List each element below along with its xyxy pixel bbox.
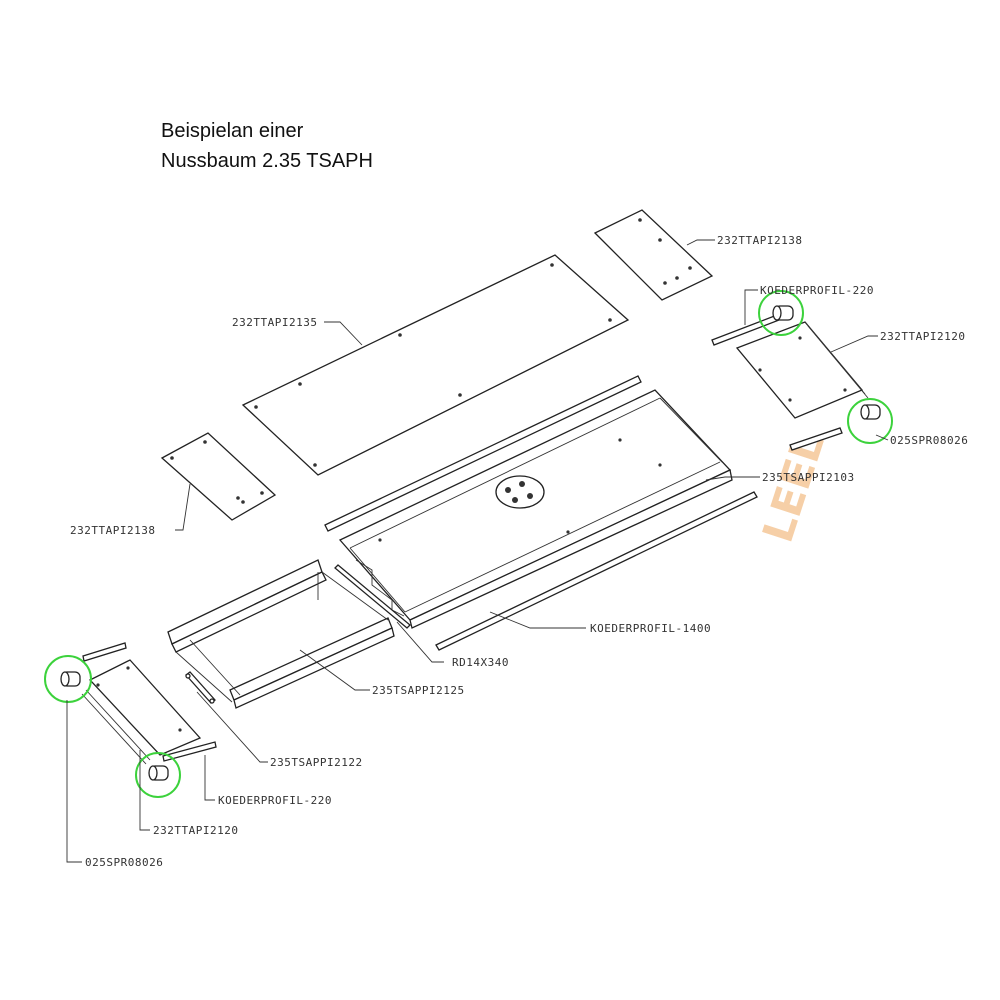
label-panel-left: 232TTAPI2120 (153, 824, 238, 837)
label-main-frame: 235TSAPPI2103 (762, 471, 855, 484)
panel-top-small (593, 209, 714, 301)
label-koederprofil-220-top: KOEDERPROFIL-220 (760, 284, 874, 297)
highlight-circle-right-top (758, 290, 804, 336)
spring-left-bottom (148, 765, 169, 781)
label-panel-right: 232TTAPI2120 (880, 330, 965, 343)
leader-lines (66, 239, 889, 863)
label-koederprofil-1400: KOEDERPROFIL-1400 (590, 622, 711, 635)
panel-left (81, 659, 202, 765)
koederprofil-1400-strip (435, 491, 758, 651)
label-koederprofil-220-bottom: KOEDERPROFIL-220 (218, 794, 332, 807)
spring-left-top (60, 671, 81, 687)
highlight-circle-left-bottom (135, 752, 181, 798)
spring-right-top (772, 305, 794, 321)
koederprofil-220-bottom-strip-upper (82, 642, 127, 662)
highlight-circle-left-top (44, 655, 92, 703)
main-frame (338, 389, 733, 629)
highlight-circle-right-bottom (847, 398, 893, 444)
label-small-frame: 235TSAPPI2125 (372, 684, 465, 697)
label-part-2122: 235TSAPPI2122 (270, 756, 363, 769)
panel-left-small (160, 432, 277, 521)
label-spring-left: 025SPR08026 (85, 856, 163, 869)
diagram-title-line-1: Beispielan einer (161, 120, 304, 142)
part-2122 (185, 671, 216, 704)
label-panel-top-small: 232TTAPI2138 (717, 234, 802, 247)
panel-right (735, 321, 869, 419)
small-strip-right (789, 427, 843, 451)
panel-long (241, 254, 630, 476)
small-frame (167, 559, 395, 709)
koederprofil-220-bottom-strip-lower (162, 741, 217, 762)
rod-rd14x340 (334, 564, 411, 629)
label-rd14x340: RD14X340 (452, 656, 509, 669)
upper-rail (324, 375, 642, 532)
label-panel-long: 232TTAPI2135 (232, 316, 317, 329)
label-spring-right: 025SPR08026 (890, 434, 968, 447)
label-panel-left-small: 232TTAPI2138 (70, 524, 155, 537)
spring-right-bottom (860, 404, 881, 420)
diagram-title-line-2: Nussbaum 2.35 TSAPH (161, 150, 373, 172)
